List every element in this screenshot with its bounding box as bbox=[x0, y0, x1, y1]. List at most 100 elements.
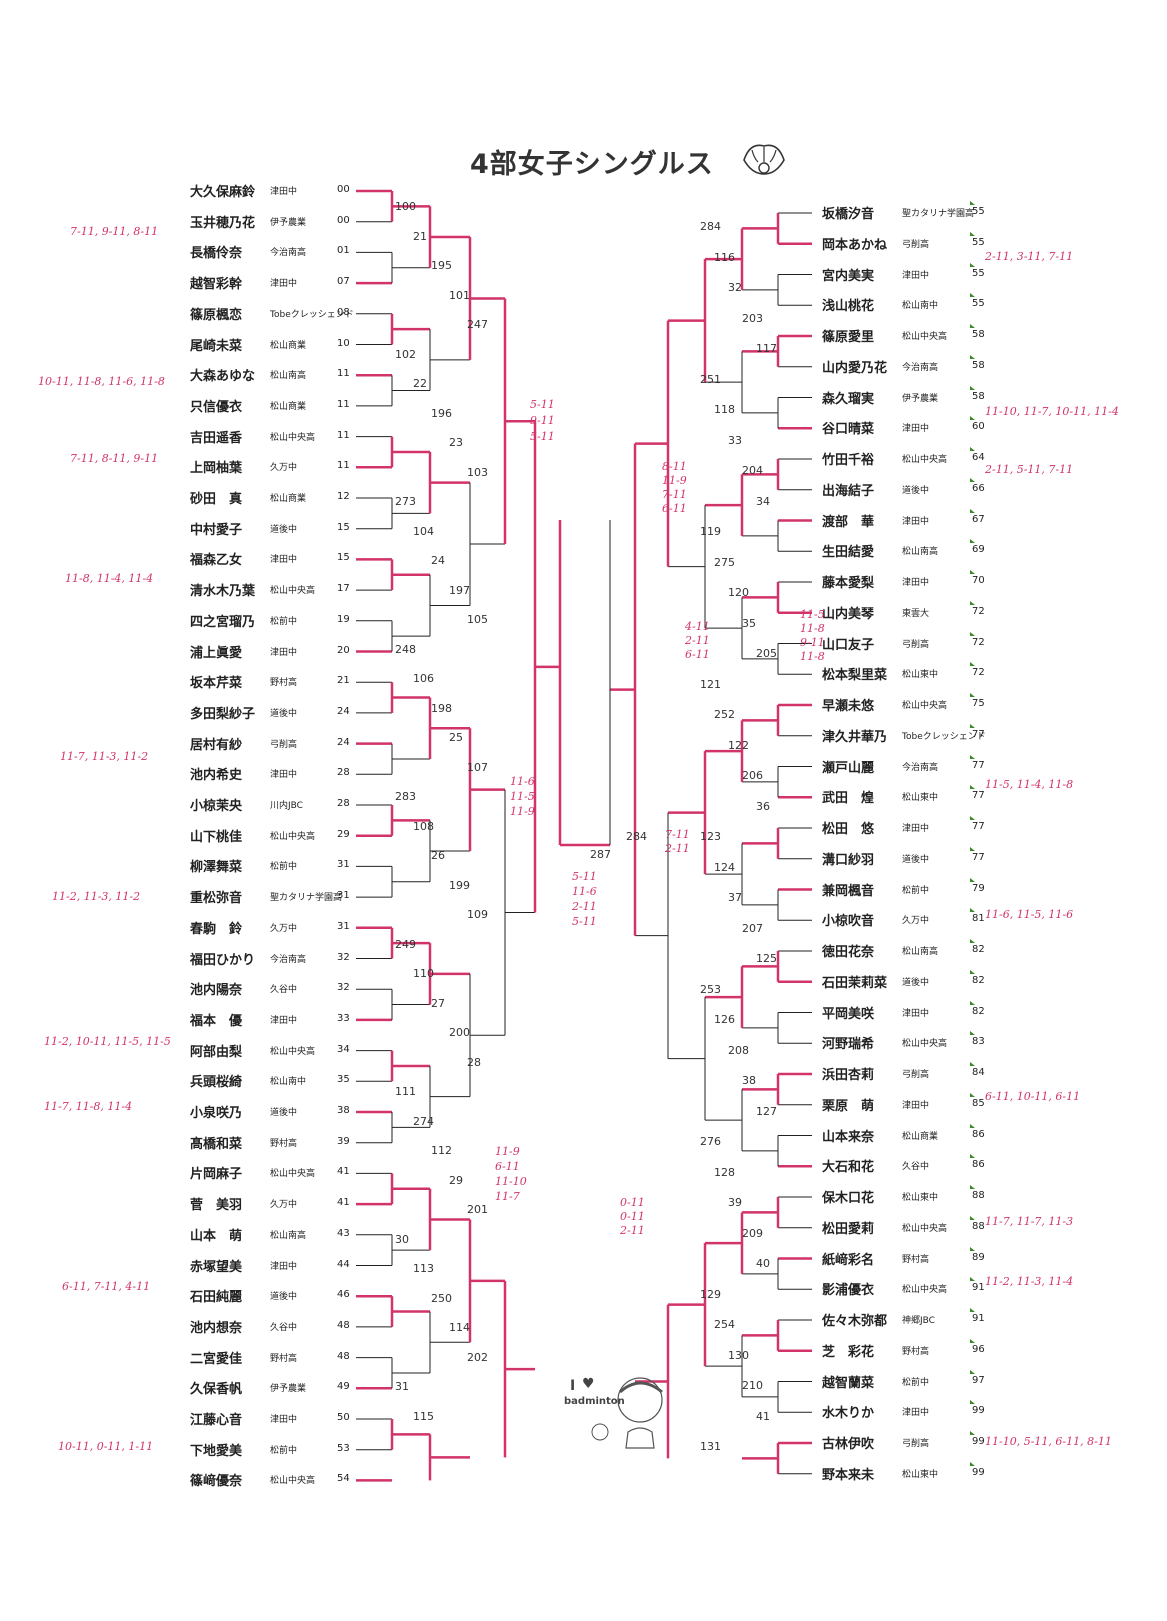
player-name: 福本 優 bbox=[190, 1013, 243, 1029]
player-school: 松山中央高 bbox=[902, 332, 948, 342]
match-number: 275 bbox=[714, 555, 735, 569]
player-school: 津田中 bbox=[902, 270, 930, 281]
player-seed: 70 bbox=[972, 575, 985, 586]
player-school: 道後中 bbox=[270, 708, 298, 719]
handwritten-score: 2-11 bbox=[572, 900, 597, 913]
player-name: 水木りか bbox=[822, 1406, 875, 1422]
entry-mark bbox=[970, 1062, 975, 1066]
entry-mark bbox=[970, 1215, 975, 1220]
player-name: 篠﨑優奈 bbox=[190, 1474, 243, 1490]
player-school: 津田中 bbox=[902, 1408, 930, 1419]
player-name: 片岡麻子 bbox=[190, 1167, 243, 1183]
handwritten-score: 5-11 bbox=[530, 430, 555, 443]
player-name: 生田結愛 bbox=[822, 545, 875, 561]
player-name: 大森あゆな bbox=[190, 369, 256, 385]
player-school: 道後中 bbox=[902, 977, 930, 988]
handwritten-score: 11-5 bbox=[510, 790, 535, 803]
entry-mark bbox=[970, 600, 975, 605]
player-name: 紙﨑彩名 bbox=[822, 1252, 875, 1268]
entry-mark bbox=[970, 508, 975, 513]
player-name: 髙橋和菜 bbox=[190, 1136, 243, 1152]
player-school: 久谷中 bbox=[270, 985, 298, 996]
player-school: 弓削高 bbox=[902, 639, 930, 650]
player-seed: 86 bbox=[972, 1128, 985, 1140]
match-number: 128 bbox=[714, 1165, 735, 1179]
player-name: 徳田花奈 bbox=[822, 945, 875, 960]
player-name: 瀬戸山麗 bbox=[822, 760, 875, 776]
player-seed: 66 bbox=[972, 482, 985, 494]
match-number: 196 bbox=[431, 406, 452, 420]
player-seed: 77 bbox=[972, 759, 985, 771]
entry-mark bbox=[970, 1277, 975, 1282]
player-name: 池内想奈 bbox=[190, 1320, 243, 1336]
player-name: 長橋伶奈 bbox=[190, 246, 243, 262]
handwritten-score: 11-2, 11-3, 11-4 bbox=[985, 1275, 1074, 1288]
player-name: 越智蘭菜 bbox=[822, 1375, 875, 1391]
handwritten-score: 0-11 bbox=[620, 1196, 645, 1209]
player-name: 池内希史 bbox=[190, 768, 243, 784]
player-school: 野村高 bbox=[270, 1138, 298, 1149]
player-school: Tobeクレッシェンド bbox=[902, 731, 986, 742]
handwritten-score: 7-11, 9-11, 8-11 bbox=[70, 225, 159, 238]
match-number: 23 bbox=[449, 436, 463, 449]
match-number: 38 bbox=[742, 1074, 756, 1087]
player-name: 渡部 華 bbox=[822, 514, 875, 530]
player-seed: 72 bbox=[972, 636, 985, 648]
doodle-text-i: I bbox=[570, 1378, 576, 1394]
player-seed: 67 bbox=[972, 513, 985, 525]
player-seed: 88 bbox=[972, 1190, 985, 1201]
player-seed: 60 bbox=[972, 421, 985, 433]
player-seed: 11 bbox=[337, 460, 350, 472]
match-number: 117 bbox=[756, 342, 777, 355]
match-number: 126 bbox=[714, 1013, 735, 1026]
match-number: 41 bbox=[756, 1409, 770, 1423]
player-name: 越智彩幹 bbox=[190, 277, 243, 293]
match-number: 274 bbox=[413, 1114, 434, 1128]
entry-mark bbox=[970, 1185, 975, 1189]
player-seed: 24 bbox=[337, 736, 350, 748]
player-seed: 35 bbox=[337, 1074, 350, 1086]
entry-mark bbox=[970, 969, 975, 974]
entry-mark bbox=[970, 570, 975, 574]
match-number: 121 bbox=[700, 677, 721, 691]
handwritten-score: 11-7, 11-3, 11-2 bbox=[60, 750, 149, 763]
match-number-final: 284 bbox=[626, 830, 647, 843]
match-number: 125 bbox=[756, 952, 777, 965]
entry-mark bbox=[970, 447, 975, 451]
player-school: 津田中 bbox=[270, 647, 298, 658]
player-school: 松山商業 bbox=[270, 401, 307, 412]
player-name: 栗原 萌 bbox=[822, 1098, 875, 1114]
player-name: 柳澤舞菜 bbox=[190, 860, 243, 876]
player-school: 久万中 bbox=[270, 923, 298, 934]
match-number: 25 bbox=[449, 731, 463, 744]
player-name: 山本 萌 bbox=[190, 1228, 243, 1244]
player-name: 阿部由梨 bbox=[190, 1044, 243, 1060]
player-school: 津田中 bbox=[902, 578, 930, 588]
player-school: 松前中 bbox=[270, 862, 298, 873]
player-name: 浦上眞愛 bbox=[190, 645, 243, 661]
match-number: 105 bbox=[467, 613, 488, 626]
player-school: 松山東中 bbox=[902, 793, 939, 804]
match-number: 31 bbox=[395, 1380, 409, 1393]
match-number: 119 bbox=[700, 525, 721, 538]
entry-mark bbox=[970, 1000, 975, 1005]
entry-mark bbox=[970, 1369, 975, 1374]
player-school: 松山中央高 bbox=[270, 1476, 316, 1487]
player-school: 道後中 bbox=[902, 854, 930, 865]
player-seed: 31 bbox=[337, 920, 350, 932]
player-school: 川内JBC bbox=[270, 801, 303, 811]
player-school: 松山中央高 bbox=[902, 701, 948, 711]
player-seed: 79 bbox=[972, 882, 985, 894]
player-school: 松山南中 bbox=[270, 1077, 307, 1088]
player-school: 野村高 bbox=[270, 678, 298, 689]
player-name: 芝 彩花 bbox=[822, 1344, 875, 1360]
handwritten-score: 11-6 bbox=[510, 775, 535, 788]
player-seed: 50 bbox=[337, 1412, 350, 1423]
match-number: 249 bbox=[395, 937, 416, 951]
player-name: 小椋吹音 bbox=[822, 914, 875, 930]
match-number: 27 bbox=[431, 996, 445, 1010]
match-number: 283 bbox=[395, 790, 416, 803]
entry-mark bbox=[970, 693, 975, 697]
player-name: 四之宮瑠乃 bbox=[190, 614, 256, 630]
